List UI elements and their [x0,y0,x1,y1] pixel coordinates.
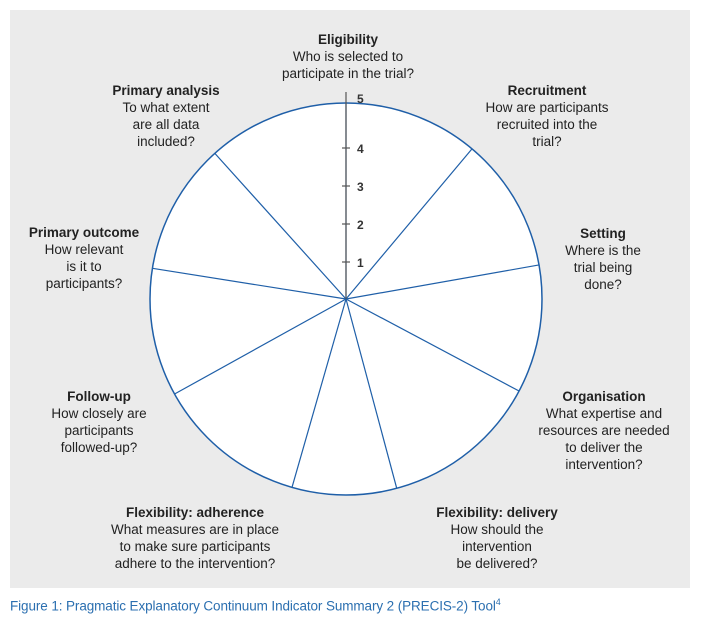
domain-organisation: Organisation What expertise and resource… [524,388,684,473]
spoke-2 [345,148,473,300]
domain-title: Setting [580,226,626,241]
spoke-7 [174,298,347,395]
scale-tick-label: 1 [357,256,364,270]
domain-title: Recruitment [507,83,587,98]
domain-eligibility: Eligibility Who is selected to participa… [268,31,428,82]
domain-question: What expertise and resources are needed … [538,406,670,472]
domain-question: Who is selected to participate in the tr… [281,49,415,81]
domain-question: To what extent are all data included? [122,100,210,149]
domain-question: How relevant is it to participants? [44,242,124,291]
scale-tick-label: 2 [357,218,364,232]
domain-primary-analysis: Primary analysis To what extent are all … [96,82,236,150]
spoke-8 [152,267,347,300]
domain-question: What measures are in place to make sure … [110,522,280,571]
spoke-3 [345,264,540,300]
domain-title: Follow-up [67,389,131,404]
spoke-5 [345,298,398,489]
spoke-9 [214,152,347,300]
domain-follow-up: Follow-up How closely are participants f… [29,388,169,456]
domain-flexibility-delivery: Flexibility: delivery How should the int… [412,504,582,572]
domain-question: How are participants recruited into the … [485,100,609,149]
domain-title: Primary analysis [112,83,220,98]
domain-title: Flexibility: adherence [125,505,265,520]
figure-panel: 1 2 3 4 5 Eligibility Who is selected to par… [10,10,690,588]
caption-reference: 4 [495,597,501,607]
domain-flexibility-adherence: Flexibility: adherence What measures are… [95,504,295,572]
scale-tick-label: 5 [357,92,364,106]
domain-question: Where is the trial being done? [565,243,641,292]
scale-tick-label: 4 [357,142,364,156]
domain-question: How closely are participants followed-up… [51,406,147,455]
domain-title: Eligibility [317,32,378,47]
domain-setting: Setting Where is the trial being done? [548,225,658,293]
domain-primary-outcome: Primary outcome How relevant is it to pa… [14,224,154,292]
scale-tick-label: 3 [357,180,364,194]
caption-text: Figure 1: Pragmatic Explanatory Continuu… [10,598,496,614]
figure-caption: Figure 1: Pragmatic Explanatory Continuu… [10,597,501,614]
domain-title: Organisation [562,389,646,404]
domain-title: Flexibility: delivery [436,505,558,520]
spoke-6 [291,298,347,488]
domain-recruitment: Recruitment How are participants recruit… [462,82,632,150]
domain-title: Primary outcome [28,225,140,240]
domain-question: How should the intervention be delivered… [450,522,544,571]
spoke-4 [345,298,520,392]
precis-wheel: 1 2 3 4 5 [149,92,543,496]
